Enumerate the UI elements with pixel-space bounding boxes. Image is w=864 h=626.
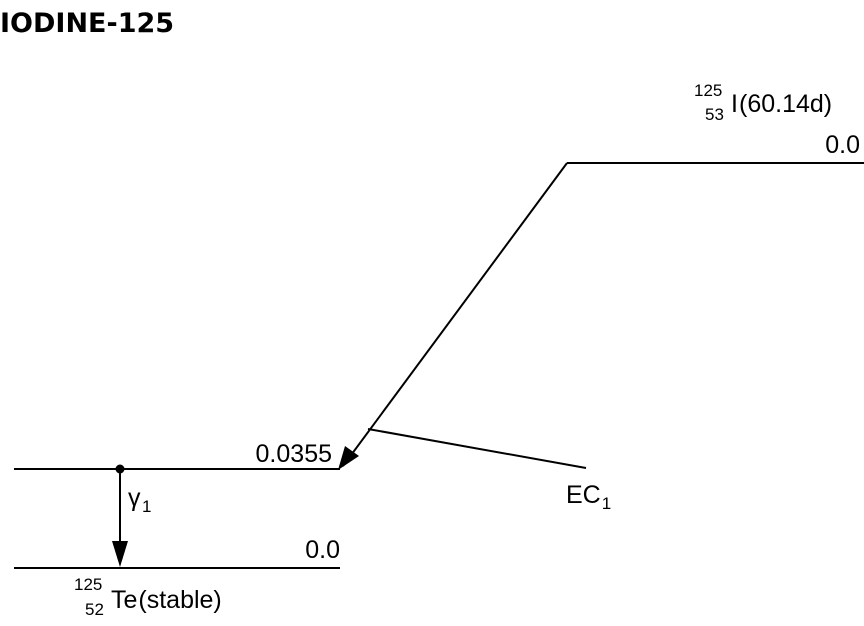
daughter-half-life: (stable) [138, 586, 221, 614]
ec-mode: EC [566, 481, 601, 509]
parent-nuclide-label: 125 53 I (60.14d) [694, 81, 832, 124]
daughter-nuclide-label: 125 52 Te (stable) [74, 575, 222, 619]
daughter-symbol: Te [111, 586, 137, 614]
daughter-level-ground-energy: 0.0 [305, 536, 340, 564]
gamma-symbol: γ [128, 484, 141, 512]
daughter-atomic-number: 52 [85, 600, 104, 619]
daughter-level-excited-energy: 0.0355 [256, 440, 332, 468]
gamma-arrowhead [112, 541, 128, 567]
ec-label-leader [367, 428, 587, 469]
parent-atomic-number: 53 [705, 105, 724, 124]
daughter-mass-number: 125 [74, 575, 102, 594]
parent-symbol: I [731, 90, 738, 118]
ec-label: EC 1 [566, 481, 611, 513]
parent-level-energy: 0.0 [825, 131, 860, 159]
ec-arrowhead [338, 446, 359, 470]
ec-index: 1 [602, 494, 611, 513]
ec-decay-arrow [342, 162, 568, 467]
diagram-title: IODINE-125 [0, 8, 174, 39]
gamma-index: 1 [142, 497, 151, 516]
gamma-label: γ 1 [128, 484, 151, 516]
parent-mass-number: 125 [694, 81, 722, 100]
parent-half-life: (60.14d) [739, 90, 832, 118]
